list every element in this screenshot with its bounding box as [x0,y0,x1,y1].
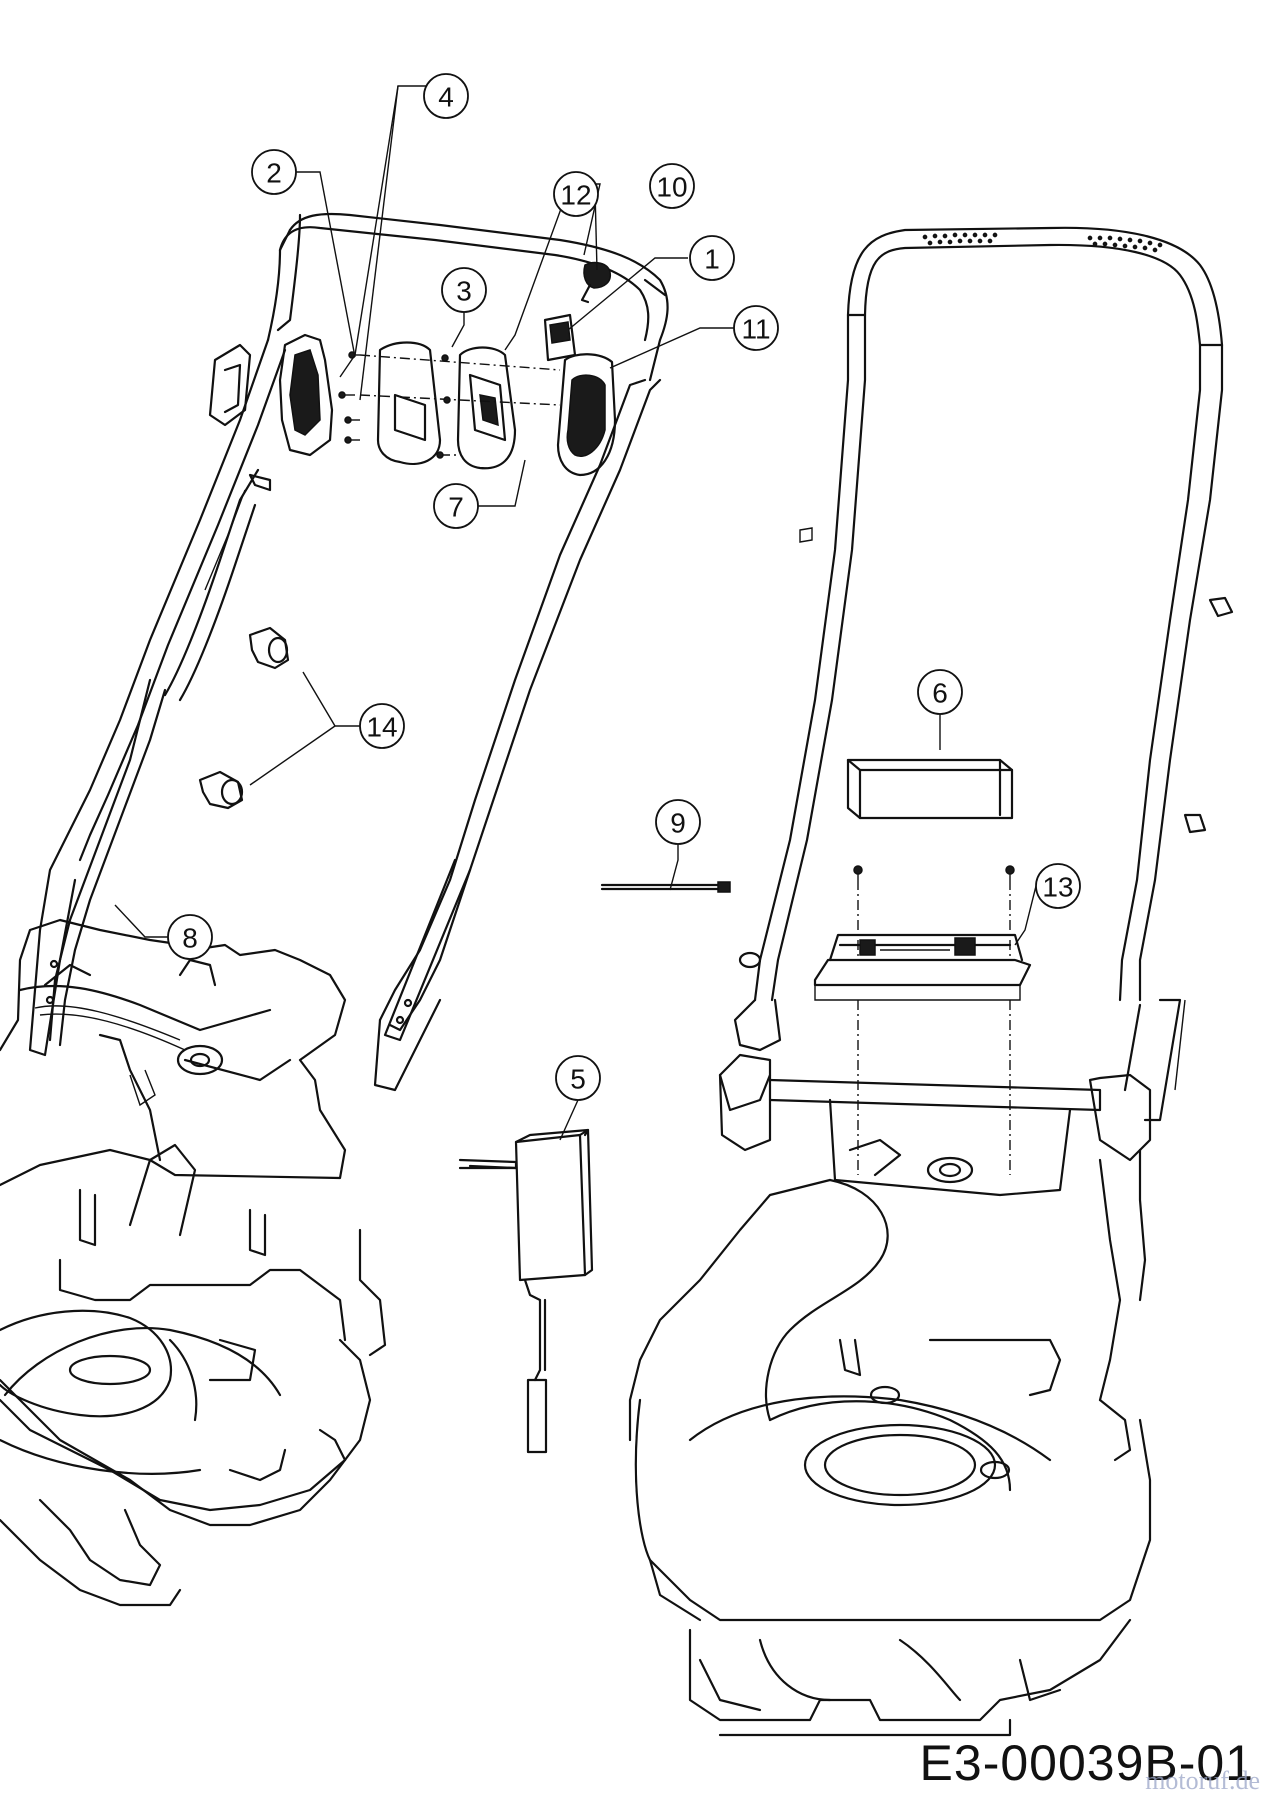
callout-group: 1 2 3 4 5 6 7 8 [167,73,1081,1101]
callout-13: 13 [1035,863,1081,909]
cable-tie [600,881,731,893]
leader-lines [114,85,1037,1141]
grip-texture [922,232,1163,253]
callout-12: 12 [553,171,599,217]
callout-6: 6 [917,669,963,715]
svg-text:11: 11 [741,314,770,345]
svg-text:9: 9 [670,808,686,839]
left-mower-deck [0,918,387,1607]
callout-7: 7 [433,483,479,529]
svg-text:3: 3 [456,276,472,307]
callout-11: 11 [733,305,779,351]
callout-4: 4 [423,73,469,119]
control-box-parts [208,261,617,477]
callout-2: 2 [251,149,297,195]
svg-text:1: 1 [704,244,720,275]
svg-text:5: 5 [570,1064,586,1095]
svg-text:8: 8 [182,923,198,954]
callout-3: 3 [441,267,487,313]
callout-9: 9 [655,799,701,845]
battery-charger [458,1128,594,1454]
callout-5: 5 [555,1055,601,1101]
right-mower-deck [628,1053,1152,1737]
svg-text:12: 12 [560,180,591,211]
callout-8: 8 [167,914,213,960]
watermark-logo: motoruf.de [1145,1766,1260,1795]
right-handle [733,226,1234,1122]
callout-14: 14 [359,703,405,749]
callout-10: 10 [649,163,695,209]
svg-text:14: 14 [366,712,397,743]
svg-text:10: 10 [656,172,687,203]
callout-1: 1 [689,235,735,281]
battery-pack [846,758,1014,820]
svg-text:13: 13 [1042,872,1073,903]
left-handle [28,212,669,1092]
drawing-code: E3-00039B-01 [919,1735,1254,1791]
svg-text:2: 2 [266,158,282,189]
cable-clips [198,626,290,810]
battery-holder [813,865,1032,1175]
svg-text:7: 7 [448,492,464,523]
svg-text:4: 4 [438,82,454,113]
svg-text:6: 6 [932,678,948,709]
